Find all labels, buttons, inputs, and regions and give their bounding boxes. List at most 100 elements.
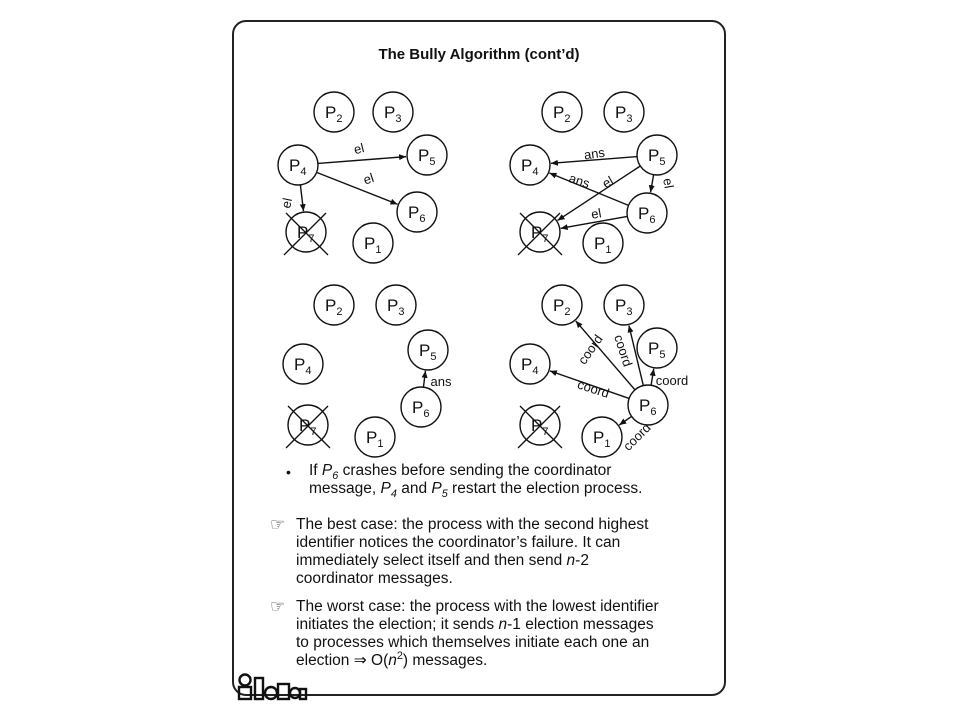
process-circle	[313, 284, 355, 326]
process-circle	[287, 404, 329, 446]
process-circle	[541, 91, 583, 133]
bullet-text: If P6 crashes before sending the coordin…	[309, 462, 643, 501]
process-circle	[285, 211, 327, 253]
process-label: P5	[418, 146, 435, 168]
best-case-line-4: coordinator messages.	[296, 570, 453, 587]
process-circle	[313, 91, 355, 133]
best-case-line-1: The best case: the process with the seco…	[296, 516, 649, 533]
edge-label-election: el	[590, 205, 603, 222]
process-node-bottom-left-p4: P4	[282, 343, 324, 385]
process-circle	[636, 134, 678, 176]
process-label: P5	[419, 341, 436, 363]
process-circle	[396, 191, 438, 233]
process-label: P6	[638, 204, 655, 226]
process-circle	[352, 222, 394, 264]
best-case-text: The best case: the process with the seco…	[296, 516, 648, 588]
worst-case-line-4: election ⇒ O(n2) messages.	[296, 649, 488, 669]
worst-case-text: The worst case: the process with the low…	[296, 598, 659, 670]
worst-case-line-1: The worst case: the process with the low…	[296, 598, 659, 615]
process-label: P3	[615, 103, 632, 125]
process-node-top-right-p1: P1	[582, 222, 624, 264]
crash-x-icon	[517, 405, 561, 449]
slide-title: The Bully Algorithm (cont’d)	[378, 46, 580, 63]
process-circle	[354, 416, 396, 458]
process-circle	[519, 404, 561, 446]
process-circle	[636, 327, 678, 369]
process-circle	[407, 329, 449, 371]
best-case-line-2: identifier notices the coordinator’s fai…	[296, 534, 621, 551]
edge-label-coordinator: coord	[576, 377, 612, 401]
edge-top-right-p5-to-p6	[648, 174, 655, 193]
process-label: P2	[553, 103, 570, 125]
process-node-bottom-right-p1: P1	[581, 416, 623, 458]
process-node-bottom-right-p3: P3	[603, 284, 645, 326]
edge-top-right-p5-to-p4	[550, 155, 638, 166]
crash-x-icon	[519, 405, 563, 449]
process-circle	[509, 144, 551, 186]
crash-x-icon	[283, 212, 327, 256]
edge-top-left-p4-to-p6	[316, 171, 398, 205]
edge-bottom-right-p6-to-p2	[575, 320, 636, 391]
process-circle	[626, 192, 668, 234]
process-circle	[603, 91, 645, 133]
process-node-top-right-p7: P7	[517, 211, 563, 256]
best-case-line-3: immediately select itself and then send …	[296, 552, 589, 569]
process-node-top-right-p6: P6	[626, 192, 668, 234]
process-node-top-right-p5: P5	[636, 134, 678, 176]
process-label: P6	[412, 398, 429, 420]
edge-top-right-p6-to-p7	[560, 215, 628, 231]
process-label: P2	[325, 296, 342, 318]
process-node-top-left-p5: P5	[406, 134, 448, 176]
bullet-line-2: message, P4 and P5 restart the election …	[309, 480, 643, 501]
process-circle	[277, 144, 319, 186]
crash-x-icon	[287, 405, 331, 449]
edge-bottom-right-p6-to-p4	[549, 370, 630, 400]
worst-case-line-3: to processes which themselves initiate e…	[296, 634, 650, 651]
edge-label-answer: ans	[431, 374, 452, 389]
bullet-line-1: If P6 crashes before sending the coordin…	[309, 462, 612, 483]
edge-label-answer: ans	[583, 145, 606, 163]
process-node-top-left-p6: P6	[396, 191, 438, 233]
edge-label-election: el	[278, 196, 295, 209]
process-label: P2	[553, 296, 570, 318]
process-label: P6	[639, 396, 656, 418]
process-label: P5	[648, 146, 665, 168]
process-label: P4	[521, 355, 538, 377]
process-node-top-left-p1: P1	[352, 222, 394, 264]
process-node-top-left-p2: P2	[313, 91, 355, 133]
edge-top-left-p4-to-p5	[317, 154, 407, 165]
edge-label-coordinator: coord	[575, 332, 606, 367]
process-node-bottom-right-p2: P2	[541, 284, 583, 326]
process-node-bottom-left-p7: P7	[285, 404, 331, 449]
process-circle	[581, 416, 623, 458]
process-node-top-right-p3: P3	[603, 91, 645, 133]
process-label: P5	[648, 339, 665, 361]
process-circle	[282, 343, 324, 385]
process-circle	[372, 91, 414, 133]
crash-x-icon	[285, 212, 329, 256]
edge-top-left-p4-to-p7	[299, 184, 306, 212]
crash-x-icon	[517, 212, 561, 256]
process-label: P1	[594, 234, 611, 256]
process-node-top-right-p4: P4	[509, 144, 551, 186]
process-node-bottom-right-p4: P4	[509, 343, 551, 385]
edge-label-answer: ans	[567, 170, 592, 191]
edge-label-election: el	[660, 177, 677, 190]
process-circle	[509, 343, 551, 385]
process-node-bottom-right-p5: P5	[636, 327, 678, 369]
process-label: P4	[289, 156, 306, 178]
process-node-bottom-left-p6: P6	[400, 386, 442, 428]
edge-label-election: el	[361, 170, 375, 187]
process-label: P1	[364, 234, 381, 256]
process-node-top-left-p4: P4	[277, 144, 319, 186]
process-circle	[400, 386, 442, 428]
process-label: P1	[593, 428, 610, 450]
process-node-bottom-right-p6: P6	[627, 384, 669, 426]
process-label: P4	[521, 156, 538, 178]
edge-bottom-left-p6-to-p5	[421, 370, 428, 388]
edge-top-right-p6-to-p4	[549, 172, 629, 207]
logo-icon	[237, 673, 308, 701]
edge-bottom-right-p6-to-p1	[618, 415, 632, 426]
process-node-bottom-left-p2: P2	[313, 284, 355, 326]
process-node-bottom-left-p3: P3	[375, 284, 417, 326]
